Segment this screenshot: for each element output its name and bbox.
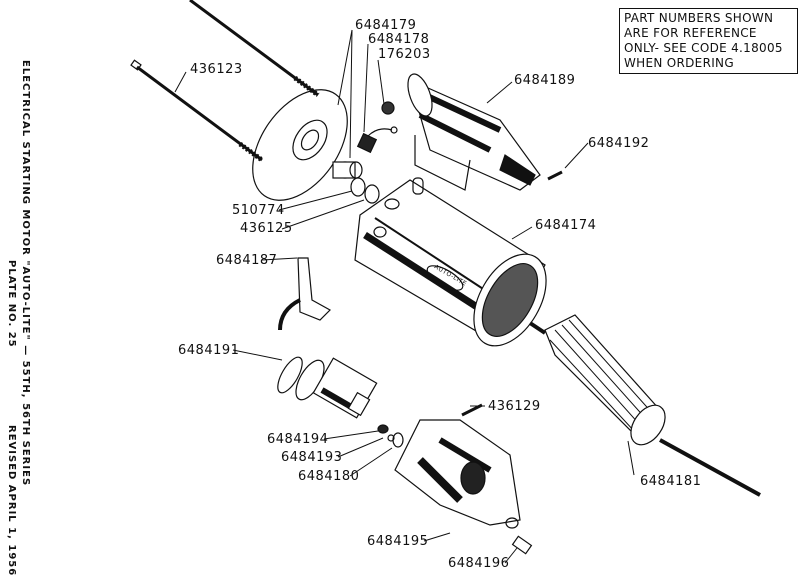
part-label-436129: 436129 (488, 399, 541, 414)
part-label-6484178: 6484178 (368, 32, 430, 47)
drive-assembly (277, 356, 378, 419)
reference-note-box: PART NUMBERS SHOWN ARE FOR REFERENCE ONL… (619, 8, 798, 74)
washer-436125 (364, 184, 380, 204)
part-label-436123: 436123 (190, 62, 243, 77)
armature (528, 314, 761, 497)
brush-spring (381, 101, 395, 115)
note-line: ONLY- SEE CODE 4.18005 (624, 41, 783, 55)
through-bolt-lower (130, 59, 264, 163)
part-label-6484194: 6484194 (267, 432, 329, 447)
part-label-6484180: 6484180 (298, 469, 360, 484)
field-frame-housing (354, 177, 547, 347)
note-line: ARE FOR REFERENCE (624, 26, 757, 40)
thrust-washer (392, 432, 404, 448)
part-label-510774: 510774 (232, 203, 285, 218)
part-label-6484187: 6484187 (216, 253, 278, 268)
note-line: WHEN ORDERING (624, 56, 734, 70)
bushing (332, 161, 363, 179)
part-label-6484195: 6484195 (367, 534, 429, 549)
commutator-end-plate (252, 89, 348, 201)
note-line: PART NUMBERS SHOWN (624, 11, 774, 25)
part-label-6484196: 6484196 (448, 556, 510, 571)
solenoid-screw (547, 170, 563, 181)
part-label-6484179: 6484179 (355, 18, 417, 33)
part-label-6484181: 6484181 (640, 474, 702, 489)
solenoid-switch (407, 73, 541, 191)
part-label-6484192: 6484192 (588, 136, 650, 151)
through-bolt-upper (189, 0, 320, 98)
washer-510774 (350, 177, 366, 197)
part-label-6484174: 6484174 (535, 218, 597, 233)
snap-ring (387, 434, 395, 442)
drive-end-housing (394, 419, 521, 529)
pinion-stop-collar (377, 424, 389, 434)
leader-lines (174, 29, 635, 564)
drive-end-bushing (511, 535, 533, 555)
drive-end-bolt (461, 403, 483, 417)
brush-holder-arm (278, 257, 331, 331)
part-label-6484193: 6484193 (281, 450, 343, 465)
part-label-6484191: 6484191 (178, 343, 240, 358)
brush (356, 126, 398, 154)
part-label-176203: 176203 (378, 47, 431, 62)
part-label-436125: 436125 (240, 221, 293, 236)
part-label-6484189: 6484189 (514, 73, 576, 88)
